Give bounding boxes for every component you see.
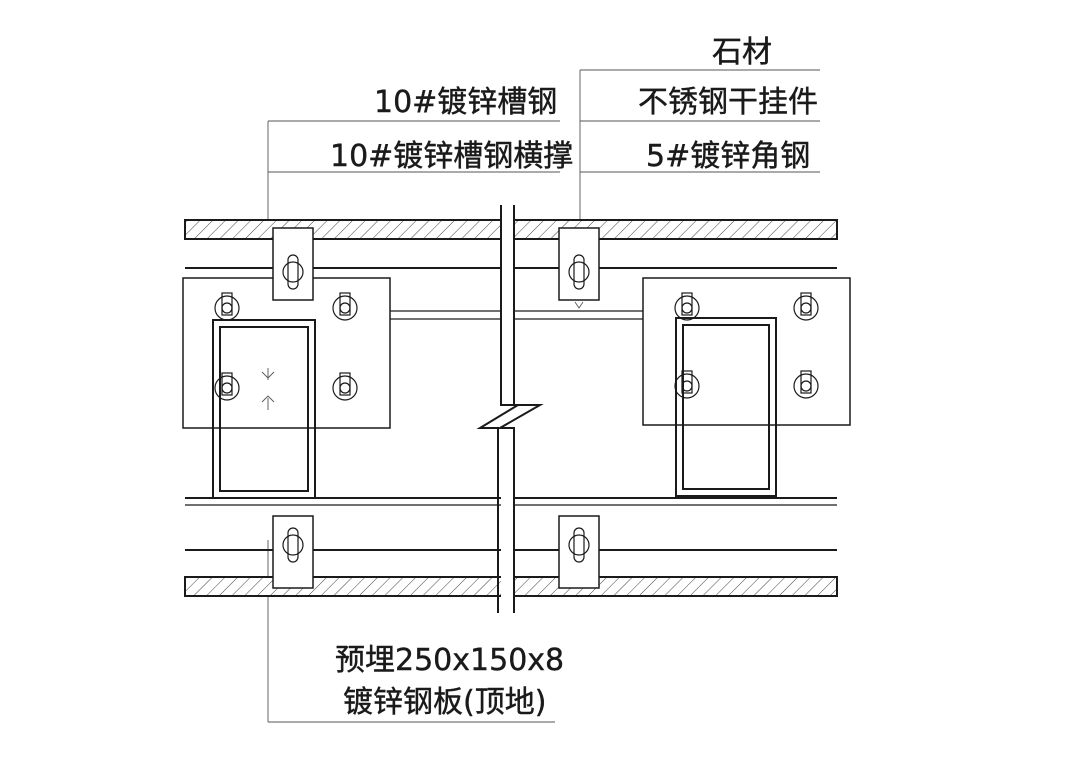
- break-line: [476, 205, 544, 613]
- left-bolt-bl: [214, 372, 240, 401]
- label-embedded-plate-desc: 镀锌钢板(顶地): [343, 685, 546, 720]
- left-embedded-plate: [182, 277, 391, 499]
- left-bolt-tr: [332, 292, 358, 321]
- break-line-left-stroke: [476, 205, 522, 613]
- right-bolt-bl: [674, 370, 700, 399]
- label-stone: 石材: [712, 35, 772, 70]
- hanger-top-right: [558, 227, 600, 309]
- label-embedded-plate-size: 预埋250x150x8: [335, 643, 564, 678]
- leader-lines: [267, 69, 820, 723]
- hanger-top-left: [272, 227, 314, 301]
- right-bolt-br: [793, 370, 819, 399]
- label-stainless-hanger: 不锈钢干挂件: [638, 85, 818, 120]
- label-channel-brace: 10#镀锌槽钢横撑: [330, 139, 573, 174]
- right-channel-section: [675, 317, 777, 497]
- left-channel-section: [212, 319, 316, 499]
- left-bolt-tl: [214, 292, 240, 321]
- break-line-right-stroke: [496, 205, 544, 613]
- left-bolt-br: [332, 372, 358, 401]
- right-plate-outline: [642, 277, 851, 426]
- label-channel-steel: 10#镀锌槽钢: [374, 85, 557, 120]
- left-channel-inner: [219, 326, 309, 492]
- label-angle-steel: 5#镀锌角钢: [646, 139, 810, 174]
- text-labels: 石材 10#镀锌槽钢 不锈钢干挂件 10#镀锌槽钢横撑 5#镀锌角钢 预埋250…: [330, 35, 818, 720]
- right-bolt-tl: [674, 292, 700, 321]
- hanger-bottom-left: [272, 515, 314, 589]
- right-channel-inner: [682, 324, 770, 490]
- hanger-bottom-right: [558, 515, 600, 589]
- right-embedded-plate: [642, 277, 851, 497]
- right-bolt-tr: [793, 292, 819, 321]
